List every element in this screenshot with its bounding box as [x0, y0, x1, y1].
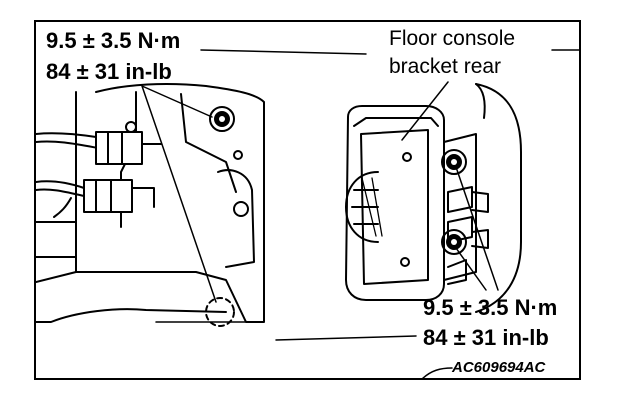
label-underline-top-left	[200, 49, 367, 55]
bolt-top-left-icon	[209, 106, 235, 132]
torque-label-bottom-right-line2: 84 ± 31 in-lb	[423, 325, 549, 350]
leader-line-bottom-right	[455, 166, 499, 291]
bracket-callout-line2: bracket rear	[389, 55, 502, 78]
figure-code-swoosh	[422, 367, 453, 378]
label-underline-bottom-right	[275, 335, 417, 341]
bracket-callout-line1: Floor console	[389, 27, 516, 50]
assembly-illustration	[36, 49, 579, 378]
console-body-left	[36, 83, 265, 323]
torque-label-top-left-line2: 84 ± 31 in-lb	[46, 59, 172, 84]
figure-code: AC609694AC	[452, 359, 546, 376]
torque-label-bottom-right-line1: 9.5 ± 3.5 N·m	[423, 295, 558, 320]
diagram-frame: 9.5 ± 3.5 N·m 84 ± 31 in-lb Floor consol…	[34, 20, 581, 380]
floor-console-bracket-rear	[345, 83, 522, 313]
hidden-bolt-icon	[205, 297, 235, 327]
leader-line-bracket	[401, 81, 449, 141]
bolt-right-upper-icon	[441, 149, 467, 175]
wire-harness	[36, 121, 162, 218]
leader-line-top-left	[141, 85, 217, 303]
torque-label-top-left-line1: 9.5 ± 3.5 N·m	[46, 28, 181, 53]
bolt-right-lower-icon	[441, 229, 467, 255]
